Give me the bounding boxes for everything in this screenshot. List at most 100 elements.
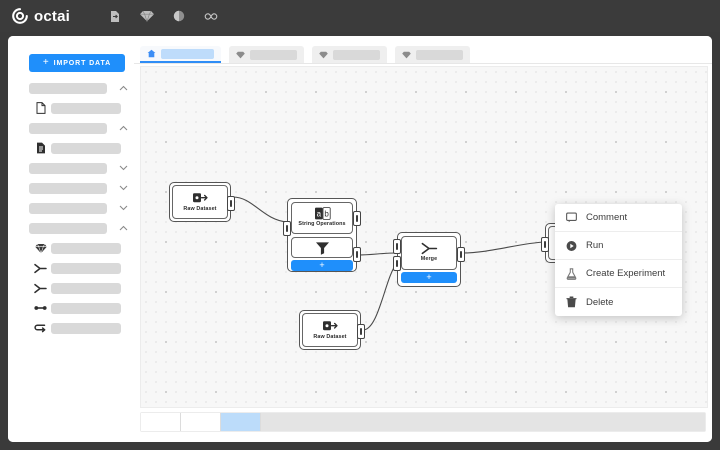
svg-text:b: b [324, 209, 329, 218]
sidebar-item-group-2[interactable] [8, 120, 134, 136]
tab-home[interactable] [140, 46, 221, 63]
strip-segment-remainder[interactable] [261, 413, 705, 431]
sidebar-item-group-5[interactable] [8, 200, 134, 216]
node-label: Raw Dataset [313, 334, 347, 340]
menu-item-label: Run [586, 240, 604, 251]
node-merge-group[interactable]: Merge + [393, 232, 465, 287]
tab-project-1[interactable] [229, 46, 304, 63]
menu-run[interactable]: Run [555, 232, 682, 260]
node-output-port-top[interactable] [353, 211, 361, 226]
octai-logo-icon [12, 8, 28, 24]
merge-icon [421, 241, 438, 256]
node-output-port[interactable] [357, 324, 365, 339]
bottom-scroll-strip[interactable] [140, 412, 706, 432]
sidebar-item-placeholder [51, 102, 121, 114]
sidebar-item-placeholder [51, 142, 121, 154]
sidebar-item-child-doc[interactable] [8, 140, 134, 156]
tab-bar-divider [134, 63, 712, 64]
menu-item-label: Comment [586, 212, 628, 223]
node-filter[interactable] [291, 237, 353, 258]
brand[interactable]: octai [12, 8, 70, 25]
chevron-up-icon[interactable] [118, 223, 128, 233]
node-input-port[interactable] [541, 237, 549, 252]
tab-bar [134, 46, 470, 64]
menu-create-experiment[interactable]: Create Experiment [555, 260, 682, 288]
brand-text: octai [34, 7, 71, 25]
node-body: Raw Dataset [302, 313, 358, 347]
sidebar-item-child-merge-2[interactable] [8, 280, 134, 296]
sidebar-item-placeholder [29, 122, 107, 134]
play-icon [566, 240, 577, 251]
node-input-port-2[interactable] [393, 256, 401, 271]
diamond-icon [319, 50, 328, 59]
home-icon [147, 49, 156, 58]
loop-icon [34, 322, 47, 335]
moon-icon[interactable] [172, 9, 186, 23]
tab-label-placeholder [161, 48, 214, 59]
add-operation-button[interactable]: + [291, 260, 353, 271]
chevron-down-icon[interactable] [118, 163, 128, 173]
node-input-port[interactable] [283, 221, 291, 236]
node-merge[interactable]: Merge [401, 236, 457, 270]
plus-icon: + [42, 56, 50, 68]
sidebar-item-child-file[interactable] [8, 100, 134, 116]
import-data-button[interactable]: + IMPORT DATA [29, 54, 125, 72]
strip-segment-2[interactable] [181, 413, 221, 431]
dataset-arrow-icon [192, 189, 208, 206]
sidebar-item-group-3[interactable] [8, 160, 134, 176]
node-input-port-1[interactable] [393, 239, 401, 254]
menu-item-label: Create Experiment [586, 268, 666, 279]
sidebar-item-placeholder [29, 82, 107, 94]
tab-label-placeholder [333, 49, 380, 60]
sidebar-item-group-6[interactable] [8, 220, 134, 236]
node-output-port[interactable] [457, 247, 465, 262]
sidebar-item-child-loop[interactable] [8, 320, 134, 336]
chevron-down-icon[interactable] [118, 203, 128, 213]
sidebar-list [8, 80, 134, 340]
chevron-up-icon[interactable] [118, 83, 128, 93]
tab-project-2[interactable] [312, 46, 387, 63]
sidebar-item-group-4[interactable] [8, 180, 134, 196]
diamond-icon [236, 50, 245, 59]
link-icon [34, 302, 47, 315]
sidebar-item-placeholder [29, 202, 107, 214]
node-raw-dataset-top[interactable]: Raw Dataset [169, 182, 235, 222]
sidebar-item-placeholder [51, 282, 121, 294]
menu-item-label: Delete [586, 296, 614, 308]
tab-project-3[interactable] [395, 46, 470, 63]
node-body: Raw Dataset [172, 185, 228, 219]
diamond-icon[interactable] [140, 9, 155, 23]
sidebar-item-placeholder [29, 222, 107, 234]
sidebar-item-child-link[interactable] [8, 300, 134, 316]
sidebar-item-group-1[interactable] [8, 80, 134, 96]
merge-icon [34, 262, 47, 275]
document-fill-icon [34, 142, 47, 155]
diamond-icon [402, 50, 411, 59]
menu-comment[interactable]: Comment [555, 204, 682, 232]
node-output-port[interactable] [227, 196, 235, 211]
app-shell: + IMPORT DATA [8, 36, 712, 442]
strip-segment-3-selected[interactable] [221, 413, 261, 431]
infinity-icon[interactable] [204, 9, 218, 23]
export-file-icon[interactable] [108, 9, 122, 23]
chevron-down-icon[interactable] [118, 183, 128, 193]
flask-icon [566, 267, 577, 280]
sidebar-item-child-merge-1[interactable] [8, 260, 134, 276]
add-merge-input-button[interactable]: + [401, 272, 457, 283]
diamond-icon [34, 242, 47, 255]
svg-text:a: a [316, 209, 321, 218]
sidebar-item-placeholder [51, 262, 121, 274]
sidebar-item-child-gem[interactable] [8, 240, 134, 256]
node-raw-dataset-bottom[interactable]: Raw Dataset [299, 310, 365, 350]
tab-label-placeholder [416, 49, 463, 60]
import-data-label: IMPORT DATA [53, 59, 112, 67]
sidebar-item-placeholder [29, 182, 107, 194]
sidebar: + IMPORT DATA [8, 36, 134, 442]
node-output-port-filter[interactable] [353, 247, 361, 262]
strip-segment-1[interactable] [141, 413, 181, 431]
menu-delete[interactable]: Delete [555, 288, 682, 316]
node-label: String Operations [298, 220, 346, 227]
chevron-up-icon[interactable] [118, 123, 128, 133]
